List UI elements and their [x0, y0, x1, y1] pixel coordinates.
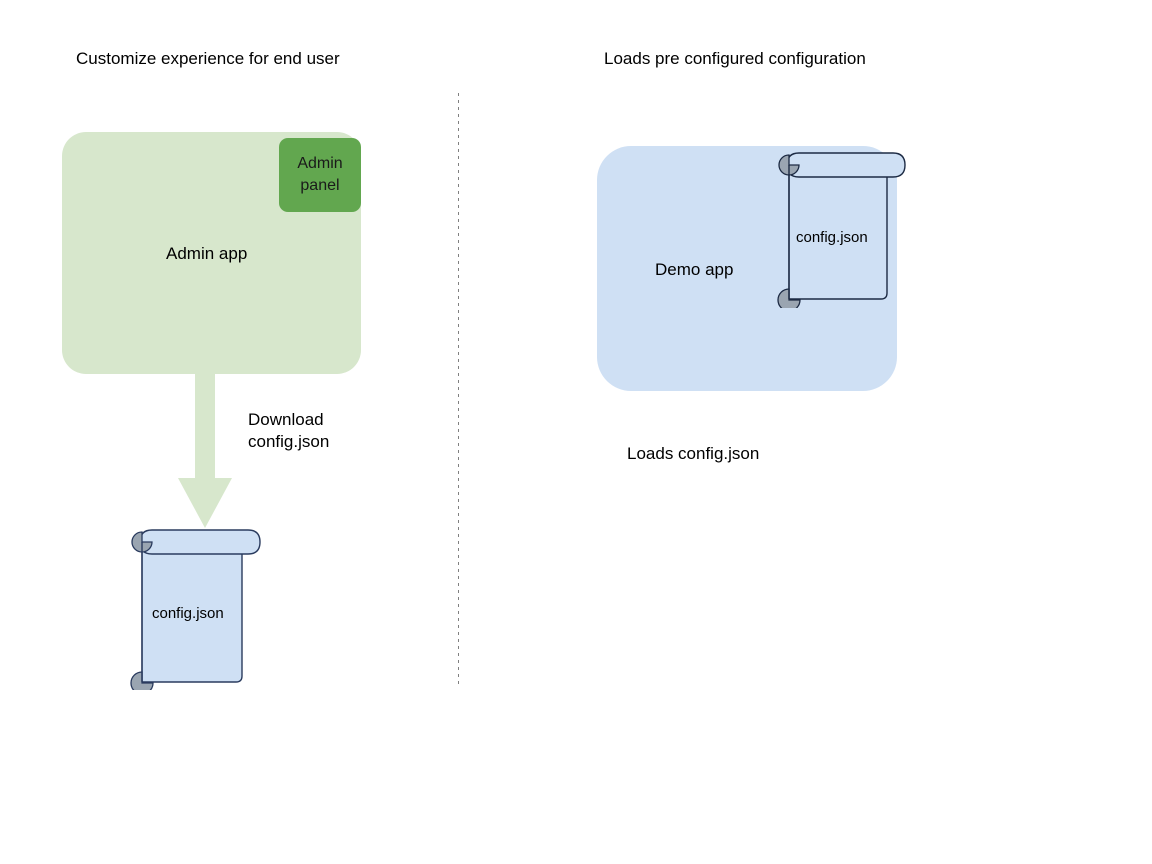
- download-arrow-icon: [178, 370, 232, 528]
- demo-app-label: Demo app: [655, 260, 734, 279]
- download-label-line1: Download: [248, 410, 324, 429]
- download-label-line2: config.json: [248, 432, 330, 451]
- loads-config-caption: Loads config.json: [627, 444, 760, 463]
- admin-panel-label-line1: Admin: [297, 155, 343, 172]
- config-json-label-left: config.json: [152, 605, 224, 622]
- admin-panel-card[interactable]: Admin panel: [279, 138, 361, 212]
- left-section-title: Customize experience for end user: [76, 49, 340, 68]
- vertical-dotted-divider: [458, 93, 459, 687]
- config-json-label-right: config.json: [796, 229, 868, 246]
- config-json-document-right[interactable]: [771, 151, 912, 308]
- right-section-title: Loads pre configured configuration: [604, 49, 866, 68]
- download-arrow-label: Download config.json: [248, 409, 329, 453]
- admin-panel-label: Admin panel: [297, 153, 342, 197]
- admin-panel-label-line2: panel: [300, 177, 340, 194]
- admin-app-label: Admin app: [166, 244, 248, 263]
- config-json-document-left[interactable]: [122, 528, 267, 690]
